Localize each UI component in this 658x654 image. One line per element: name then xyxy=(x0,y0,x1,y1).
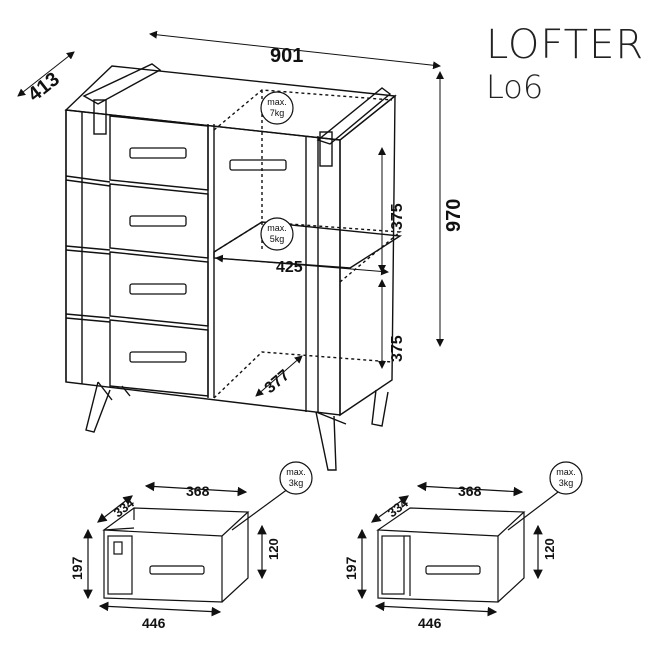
load-badge-shelf: max. 5kg xyxy=(260,217,294,251)
load-badge-top: max. 7kg xyxy=(260,91,294,125)
drawer-right-inner-width: 368 xyxy=(458,483,482,499)
svg-text:max.: max. xyxy=(267,97,287,107)
drawer-right xyxy=(357,477,576,617)
depth-label: 413 xyxy=(24,68,64,106)
shelf-height-lower-label: 375 xyxy=(389,335,406,362)
product-name: LOFTER xyxy=(486,22,645,68)
drawer-left-front-height: 197 xyxy=(69,556,85,580)
height-label: 970 xyxy=(443,199,465,232)
svg-text:max.: max. xyxy=(556,467,576,477)
drawer-left-inner-height: 120 xyxy=(266,538,281,560)
product-model: Lo6 xyxy=(486,68,544,106)
inner-width-label: 425 xyxy=(276,259,303,276)
svg-text:max.: max. xyxy=(267,223,287,233)
drawer-right-front-height: 197 xyxy=(343,556,359,580)
drawer-right-inner-height: 120 xyxy=(542,538,557,560)
drawer-left-front-width: 446 xyxy=(142,615,166,631)
load-badge-drawer-left: max. 3kg xyxy=(279,461,313,495)
drawer-left xyxy=(83,477,302,617)
drawer-right-inner-depth: 334 xyxy=(385,495,412,521)
drawer-right-front-width: 446 xyxy=(418,615,442,631)
drawer-left-inner-width: 368 xyxy=(186,483,210,499)
dimension-lines xyxy=(17,30,444,397)
svg-text:3kg: 3kg xyxy=(559,478,574,488)
drawer-handles xyxy=(129,147,287,363)
load-badge-drawer-right: max. 3kg xyxy=(549,461,583,495)
cabinet xyxy=(64,63,403,471)
svg-text:3kg: 3kg xyxy=(289,478,304,488)
svg-text:max.: max. xyxy=(286,467,306,477)
shelf-height-upper-label: 375 xyxy=(389,203,406,230)
svg-text:5kg: 5kg xyxy=(270,234,285,244)
svg-text:7kg: 7kg xyxy=(270,108,285,118)
inner-depth-label: 377 xyxy=(262,367,293,397)
width-label: 901 xyxy=(270,45,303,67)
